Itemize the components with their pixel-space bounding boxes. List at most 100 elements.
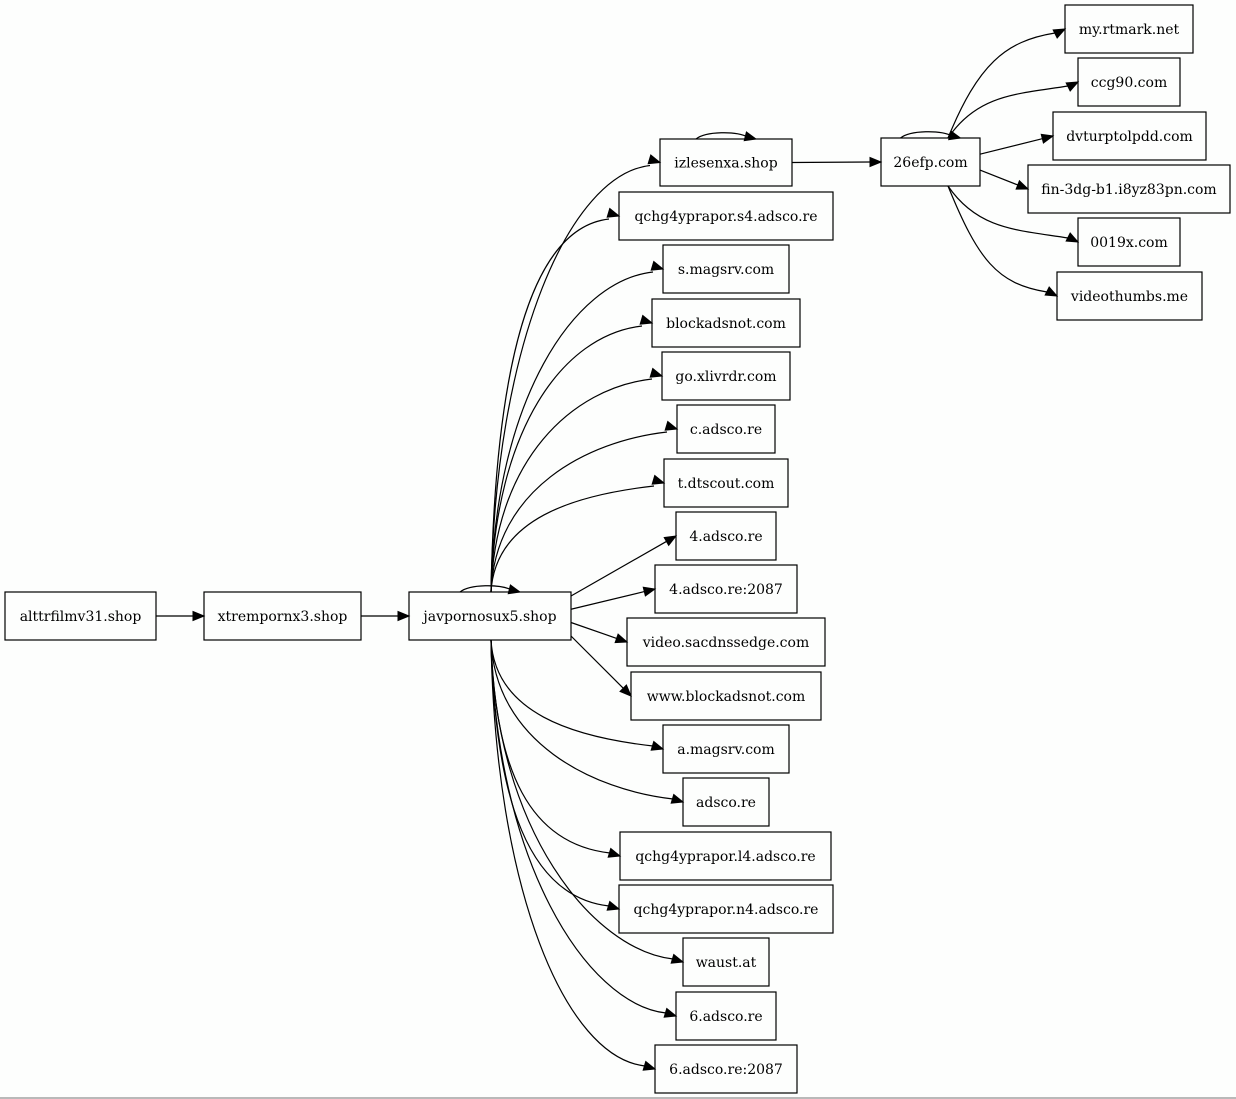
edge-javpornosux5-to-waust	[490, 639, 674, 960]
node-c_adsco: c.adsco.re	[676, 404, 776, 454]
node-qchg_n4-box	[618, 884, 834, 934]
node-four_adsco_2087-box	[654, 564, 798, 614]
edge-izlesenxa-to-efp26-arrowhead	[869, 156, 883, 168]
node-fin_3dg-label: fin-3dg-b1.i8yz83pn.com	[1041, 182, 1216, 198]
node-six_adsco: 6.adsco.re	[675, 991, 777, 1041]
edge-javpornosux5-to-qchg_n4	[490, 639, 610, 907]
edge-javpornosux5-to-c_adsco	[490, 431, 668, 593]
edge-javpornosux5-to-t_dtscout	[490, 485, 655, 593]
node-six_adsco_2087: 6.adsco.re:2087	[654, 1044, 798, 1094]
edge-javpornosux5-to-four_adsco_2087-arrowhead	[642, 586, 657, 597]
node-www_blockadsnot: www.blockadsnot.com	[630, 671, 822, 721]
nodes-layer: alttrfilmv31.shop xtrempornx3.shop javporn…	[4, 4, 1231, 1094]
node-x0019-label: 0019x.com	[1090, 235, 1168, 251]
edge-efp26-to-videothumbs	[947, 185, 1048, 293]
node-dvturptolpdd-box	[1052, 111, 1207, 161]
node-efp26: 26efp.com	[880, 137, 981, 187]
edge-javpornosux5-to-a_magsrv-arrowhead	[650, 740, 665, 751]
node-xtrempornx3-box	[203, 591, 362, 641]
node-dvturptolpdd: dvturptolpdd.com	[1052, 111, 1207, 161]
edge-javpornosux5-to-blockadsnot-arrowhead	[639, 314, 654, 325]
node-videothumbs-label: videothumbs.me	[1070, 289, 1188, 305]
node-xtrempornx3-label: xtrempornx3.shop	[218, 609, 348, 625]
node-x0019-box	[1077, 217, 1181, 267]
node-go_xlivrdr-box	[661, 351, 791, 401]
node-izlesenxa-label: izlesenxa.shop	[674, 156, 777, 172]
edge-javpornosux5-to-six_adsco	[490, 639, 667, 1014]
node-qchg_s4-box	[618, 191, 834, 241]
edge-xtrempornx3-to-javpornosux5-arrowhead	[397, 610, 411, 622]
edge-efp26-to-my_rtmark-arrowhead	[1052, 28, 1067, 39]
node-adsco: adsco.re	[682, 777, 770, 827]
edge-javpornosux5-to-blockadsnot	[490, 325, 643, 593]
node-ccg90: ccg90.com	[1077, 57, 1181, 107]
edge-javpornosux5-to-four_adsco_2087	[570, 590, 645, 610]
node-izlesenxa-box	[659, 138, 793, 187]
node-ccg90-box	[1077, 57, 1181, 107]
node-six_adsco_2087-label: 6.adsco.re:2087	[669, 1062, 783, 1078]
node-www_blockadsnot-box	[630, 671, 822, 721]
node-videothumbs: videothumbs.me	[1056, 271, 1203, 321]
node-six_adsco-label: 6.adsco.re	[689, 1009, 762, 1025]
node-fin_3dg-box	[1027, 164, 1231, 214]
node-javpornosux5-box	[408, 591, 572, 641]
node-adsco-box	[682, 777, 770, 827]
edge-javpornosux5-to-qchg_l4-arrowhead	[607, 847, 622, 858]
edge-efp26-to-x0019	[947, 185, 1069, 239]
edge-efp26-to-x0019-arrowhead	[1065, 232, 1080, 243]
node-s_magsrv-label: s.magsrv.com	[678, 262, 774, 278]
node-six_adsco_2087-box	[654, 1044, 798, 1094]
edge-izlesenxa-to-efp26	[791, 161, 871, 164]
node-a_magsrv: a.magsrv.com	[662, 724, 790, 774]
node-javpornosux5: javpornosux5.shop	[408, 591, 572, 641]
node-blockadsnot-label: blockadsnot.com	[666, 316, 786, 332]
node-four_adsco_2087-label: 4.adsco.re:2087	[669, 582, 783, 598]
node-s_magsrv-box	[662, 244, 790, 294]
edge-efp26-to-fin_3dg-arrowhead	[1015, 179, 1030, 190]
node-my_rtmark: my.rtmark.net	[1064, 4, 1194, 54]
edge-efp26-to-dvturptolpdd-arrowhead	[1040, 133, 1055, 144]
node-six_adsco-box	[675, 991, 777, 1041]
edge-javpornosux5-to-four_adsco	[570, 540, 667, 597]
node-efp26-label: 26efp.com	[893, 155, 967, 171]
edge-javpornosux5-to-waust-arrowhead	[670, 953, 685, 964]
node-t_dtscout: t.dtscout.com	[663, 458, 789, 508]
edge-javpornosux5-to-a_magsrv	[490, 639, 654, 747]
bottom-rule	[0, 1097, 1236, 1099]
edge-javpornosux5-to-adsco	[490, 639, 674, 800]
edge-javpornosux5-to-javpornosux5	[459, 585, 513, 593]
node-www_blockadsnot-label: www.blockadsnot.com	[647, 689, 806, 705]
edge-javpornosux5-to-six_adsco_2087-arrowhead	[642, 1060, 657, 1071]
edge-efp26-to-my_rtmark	[947, 32, 1056, 139]
edge-javpornosux5-to-www_blockadsnot-arrowhead	[619, 684, 632, 697]
node-qchg_l4-box	[619, 831, 832, 881]
edges-layer	[156, 28, 1080, 1071]
node-four_adsco-label: 4.adsco.re	[689, 529, 762, 545]
node-x0019: 0019x.com	[1077, 217, 1181, 267]
node-videothumbs-box	[1056, 271, 1203, 321]
edge-izlesenxa-to-izlesenxa	[695, 132, 749, 140]
edge-javpornosux5-to-video_sacdn	[570, 621, 617, 639]
node-c_adsco-label: c.adsco.re	[690, 422, 762, 438]
node-a_magsrv-box	[662, 724, 790, 774]
edge-javpornosux5-to-izlesenxa-arrowhead	[647, 154, 662, 165]
node-alttrfilmv31: alttrfilmv31.shop	[4, 591, 157, 641]
node-four_adsco_2087: 4.adsco.re:2087	[654, 564, 798, 614]
edge-javpornosux5-to-qchg_l4	[490, 639, 611, 854]
edge-javpornosux5-to-qchg_s4-arrowhead	[606, 207, 621, 218]
node-s_magsrv: s.magsrv.com	[662, 244, 790, 294]
node-fin_3dg: fin-3dg-b1.i8yz83pn.com	[1027, 164, 1231, 214]
edge-javpornosux5-to-izlesenxa	[490, 164, 651, 593]
edge-javpornosux5-to-s_magsrv	[490, 271, 654, 593]
node-video_sacdn: video.sacdnssedge.com	[626, 617, 826, 667]
edge-javpornosux5-to-go_xlivrdr-arrowhead	[649, 367, 664, 378]
edge-javpornosux5-to-six_adsco-arrowhead	[663, 1007, 678, 1018]
node-c_adsco-box	[676, 404, 776, 454]
edge-javpornosux5-to-www_blockadsnot	[570, 635, 624, 689]
node-xtrempornx3: xtrempornx3.shop	[203, 591, 362, 641]
edge-javpornosux5-to-c_adsco-arrowhead	[664, 420, 679, 431]
node-dvturptolpdd-label: dvturptolpdd.com	[1066, 129, 1193, 145]
edge-javpornosux5-to-t_dtscout-arrowhead	[651, 474, 666, 485]
node-blockadsnot-box	[651, 298, 801, 348]
